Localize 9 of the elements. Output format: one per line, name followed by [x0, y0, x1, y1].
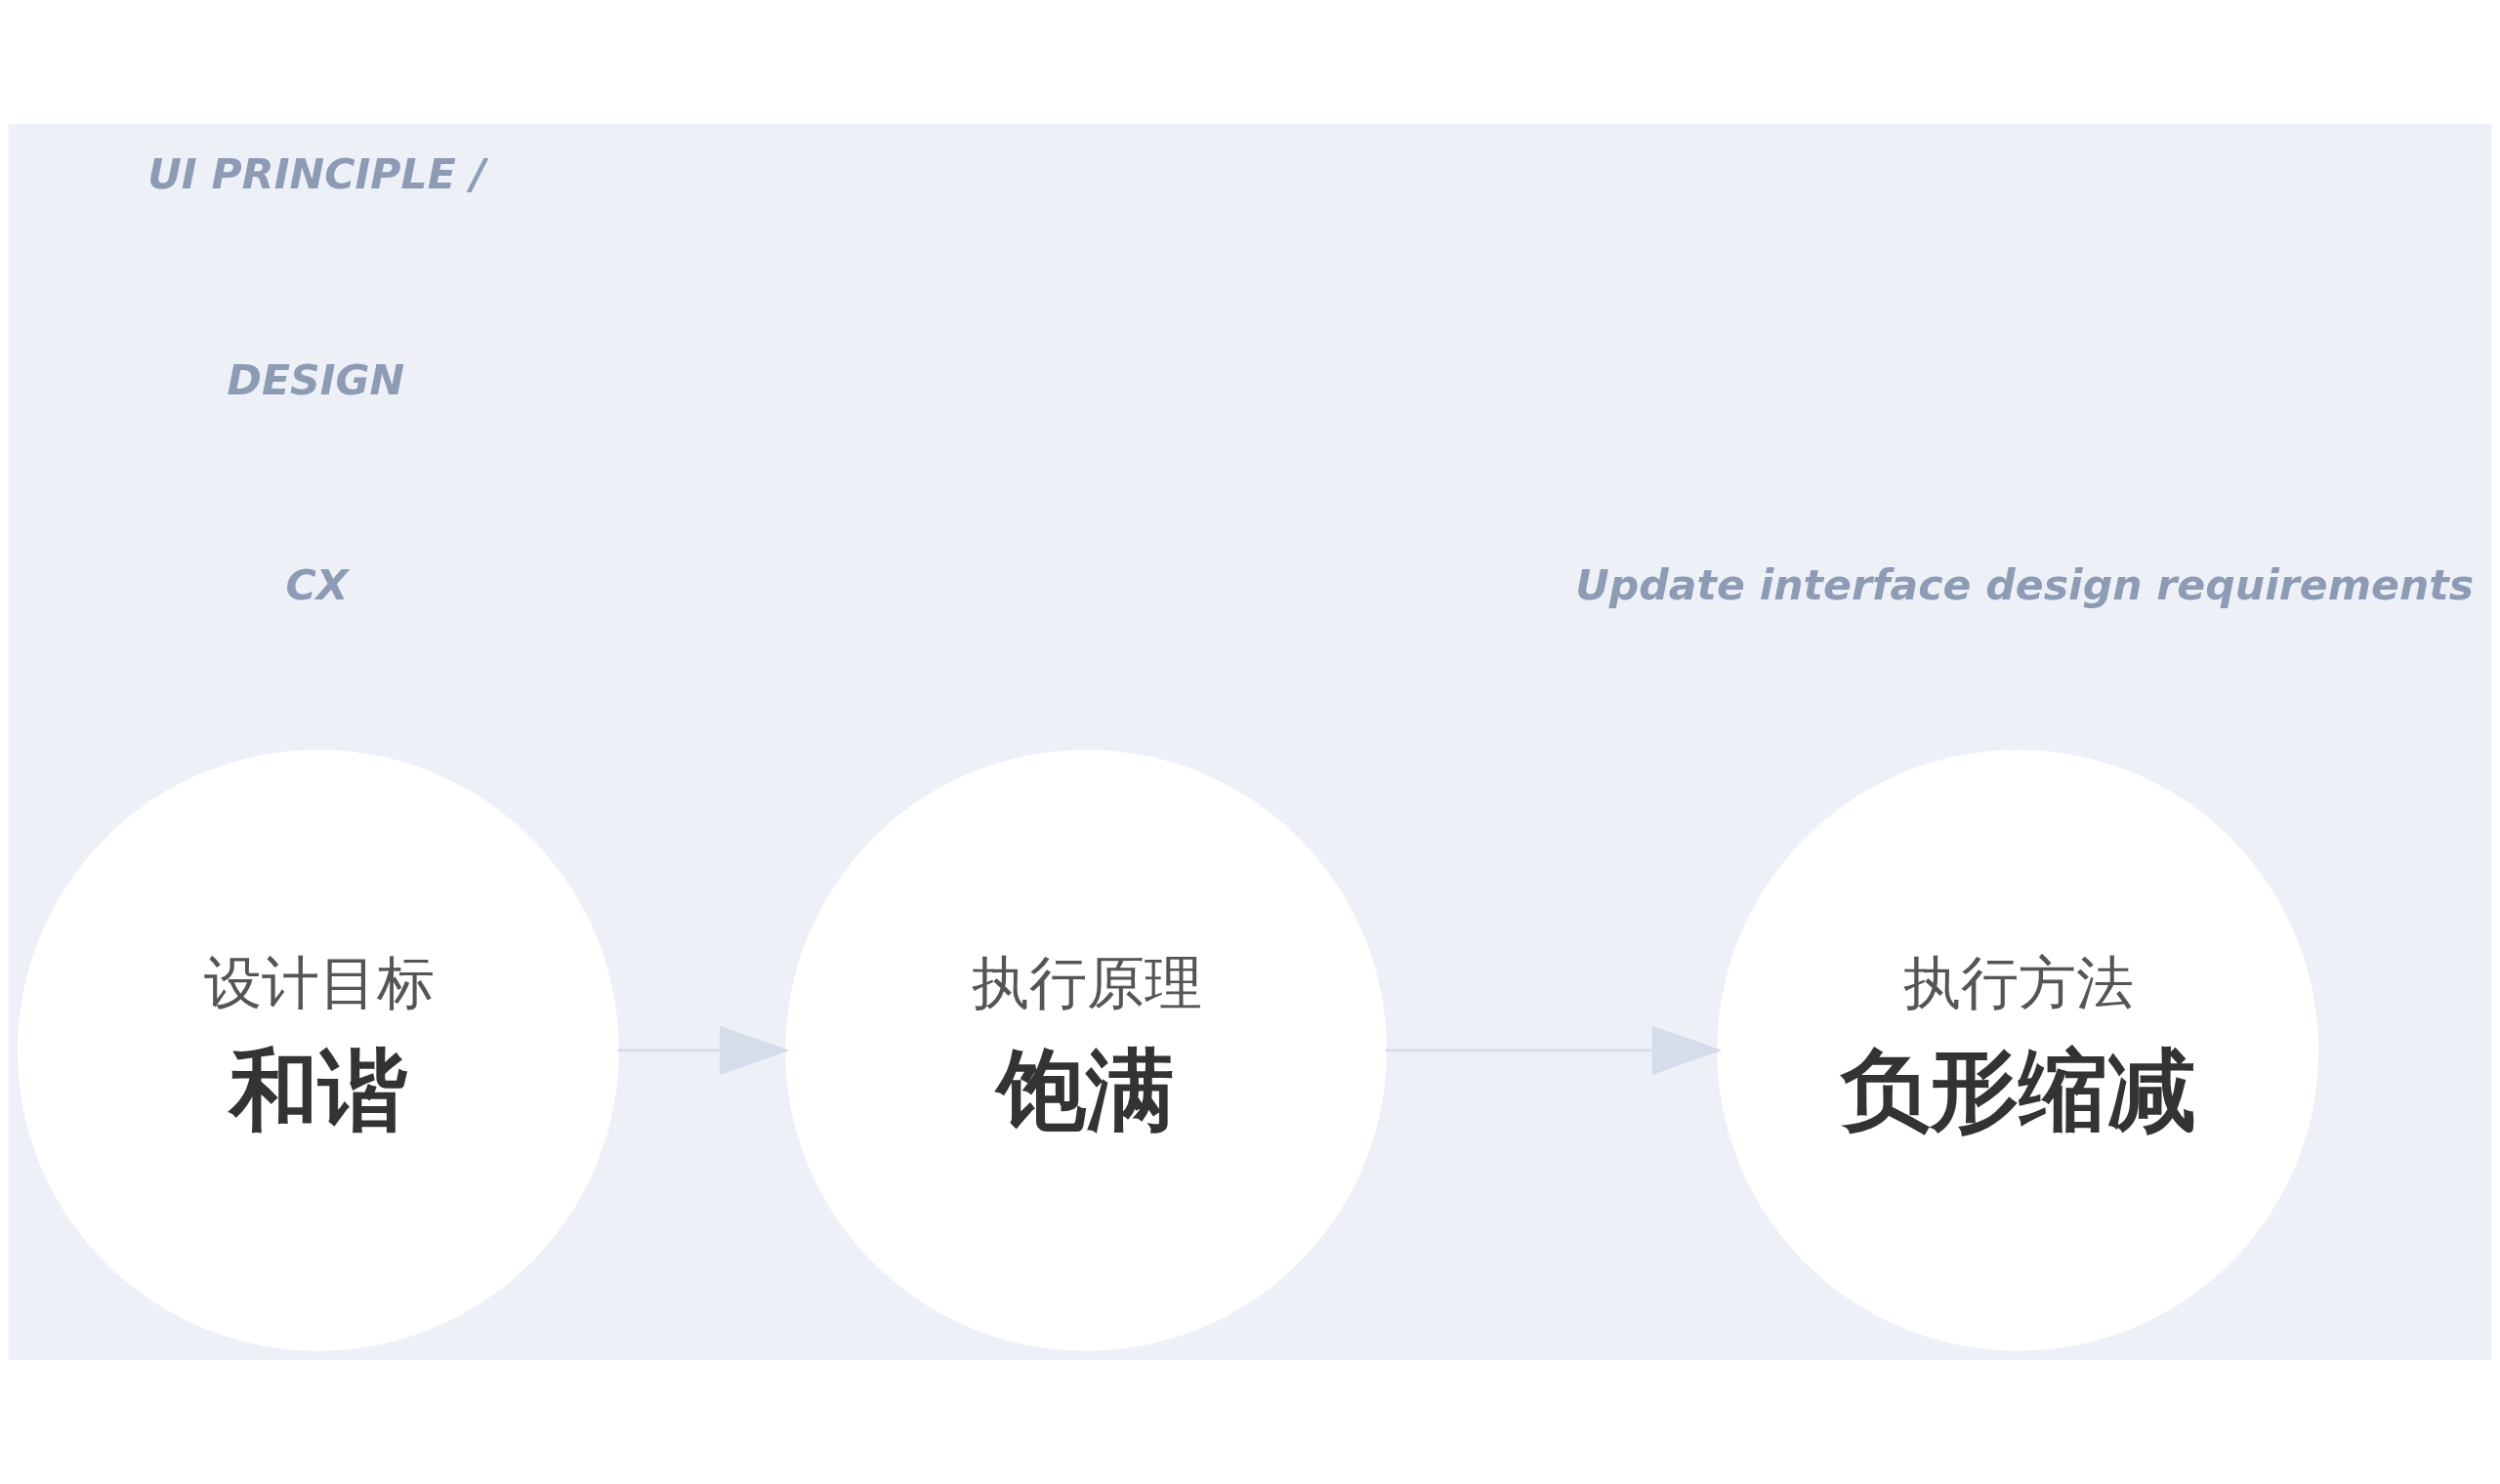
label: DESIGN: [227, 354, 405, 404]
arrow: [617, 1025, 790, 1076]
label: Update interface design requirements: [1575, 560, 2475, 610]
node-circle: 执行方法 负形缩减: [1717, 750, 2319, 1351]
node-circle: 设计目标 和谐: [18, 750, 619, 1351]
label: UI PRINCIPLE /: [147, 149, 486, 199]
arrow: [1385, 1025, 1723, 1076]
node-circle: 执行原理 饱满: [785, 750, 1387, 1351]
label: CX: [285, 560, 349, 610]
